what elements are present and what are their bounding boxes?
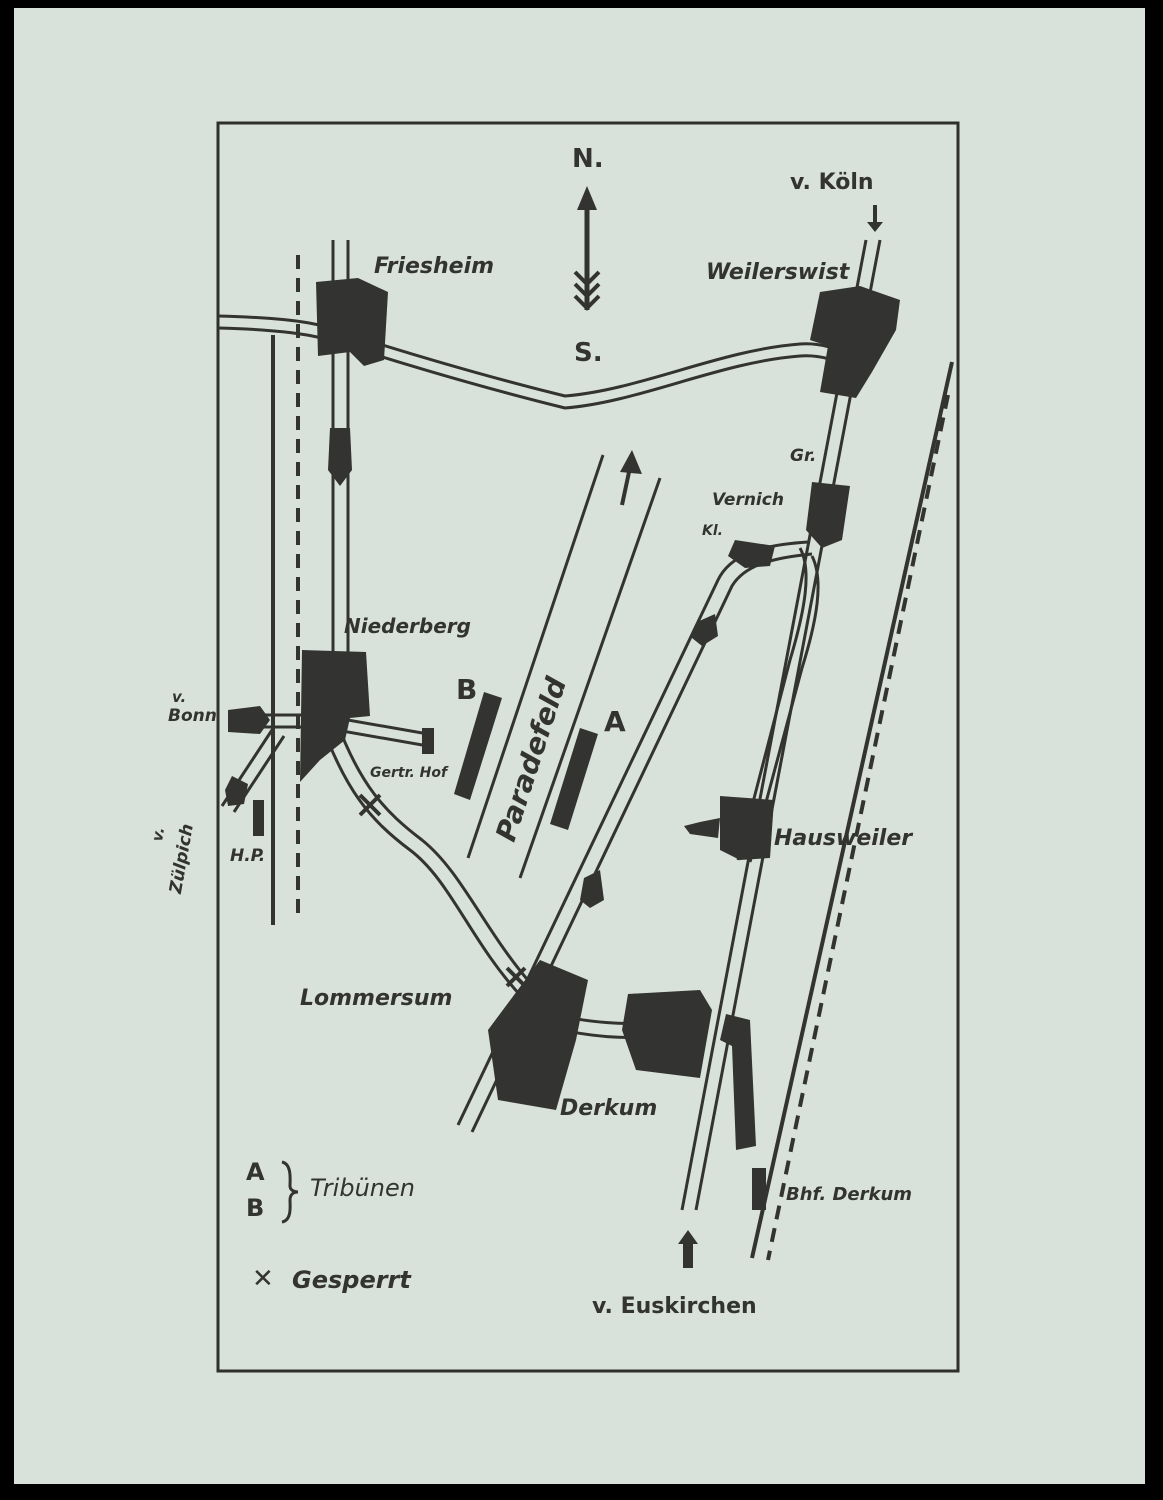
hp-block	[253, 800, 264, 836]
direction-bonn-v: v.	[172, 688, 187, 706]
place-kl: Kl.	[702, 523, 723, 539]
legend-b: B	[246, 1194, 265, 1222]
direction-koeln: v. Köln	[790, 170, 874, 195]
paradefeld-lines	[466, 454, 662, 879]
zuelpich-arrow-icon	[225, 776, 248, 806]
stand-a	[550, 728, 598, 830]
hausweiler-arrow-icon	[684, 818, 720, 838]
place-friesheim: Friesheim	[374, 254, 495, 279]
direction-bonn: Bonn	[168, 706, 217, 726]
place-derkum: Derkum	[560, 1096, 658, 1121]
friesheim-block	[316, 278, 388, 366]
closed-marker-icon	[505, 966, 527, 988]
paradefeld-direction-arrow-icon	[620, 450, 642, 506]
tribunes	[454, 692, 598, 830]
place-niederberg: Niederberg	[344, 614, 471, 638]
closed-markers	[358, 793, 527, 988]
road-friesheim-weilerswist	[217, 314, 861, 410]
traffic-arrows	[225, 205, 883, 1268]
place-bhf-derkum: Bhf. Derkum	[786, 1184, 913, 1205]
map-frame	[216, 121, 960, 1373]
bhf-derkum-block	[752, 1168, 766, 1210]
place-hausweiler: Hausweiler	[774, 826, 913, 851]
legend-a: A	[246, 1158, 265, 1186]
compass-south-label: S.	[574, 338, 603, 368]
niederberg-block	[300, 650, 370, 782]
legend-bracket	[281, 1160, 299, 1224]
place-gr: Gr.	[790, 446, 817, 466]
stand-b-label: B	[456, 673, 478, 706]
place-hp: H.P.	[230, 846, 266, 866]
place-lommersum: Lommersum	[300, 986, 453, 1011]
lommersum-block	[488, 960, 588, 1110]
legend-tribuenen: Tribünen	[310, 1174, 415, 1202]
euskirchen-arrow-stem	[683, 1240, 693, 1268]
stand-b	[454, 692, 502, 800]
place-gertr-hof: Gertr. Hof	[370, 765, 448, 781]
traffic-arrow-north-icon	[580, 870, 604, 908]
place-weilerswist: Weilerswist	[706, 260, 850, 285]
traffic-arrow-south-icon	[328, 428, 352, 486]
compass-north-label: N.	[572, 144, 604, 174]
euskirchen-arrow-icon	[678, 1230, 698, 1244]
derkum-east-block	[720, 1014, 756, 1150]
weilerswist-block	[810, 286, 900, 398]
kl-vernich-block	[728, 540, 775, 568]
settlements	[253, 278, 900, 1210]
gr-vernich-block	[806, 482, 850, 548]
hausweiler-block	[720, 796, 774, 860]
road-vernich-hausweiler	[736, 547, 820, 863]
road-niederberg-lommersum	[318, 719, 534, 997]
traffic-arrow-north-icon	[692, 614, 718, 646]
koeln-arrow-icon	[867, 205, 883, 232]
railway-east	[750, 361, 954, 1261]
derkum-block	[622, 990, 712, 1078]
gertr-hof-block	[422, 728, 434, 754]
direction-zuelpich-v: v.	[148, 825, 169, 843]
legend-closed-icon: ✕	[252, 1264, 274, 1294]
railway-west	[271, 255, 300, 925]
bonn-arrow-icon	[228, 706, 270, 734]
closed-marker-icon	[358, 793, 382, 817]
direction-euskirchen: v. Euskirchen	[592, 1294, 757, 1319]
stand-a-label: A	[604, 705, 626, 738]
place-vernich: Vernich	[712, 490, 784, 510]
north-arrow-icon	[573, 186, 601, 311]
legend-gesperrt: Gesperrt	[292, 1266, 411, 1294]
